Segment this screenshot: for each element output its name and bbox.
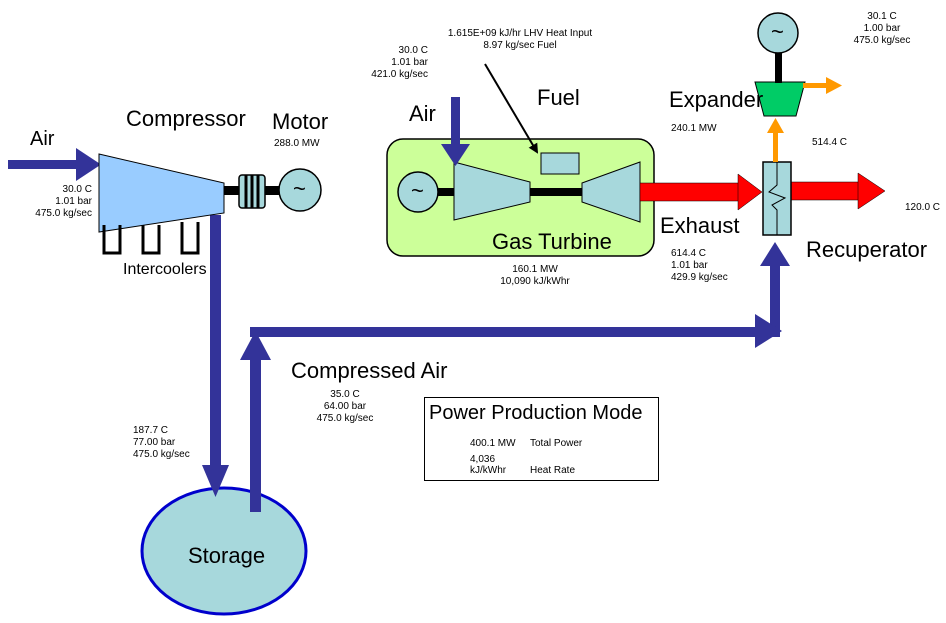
motor-label: Motor (272, 109, 329, 134)
total-power-label: Total Power (530, 438, 583, 449)
exhaust-flow: 429.9 kg/sec (671, 272, 728, 283)
compressed-air-label: Compressed Air (291, 358, 448, 383)
expander-shaft (775, 53, 782, 83)
expander-inlet-temp: 514.4 C (812, 137, 848, 148)
gt-turbine-section (581, 161, 641, 223)
intercoolers (102, 222, 200, 255)
exhaust-conditions: 614.4 C 1.01 bar 429.9 kg/sec (671, 248, 728, 284)
stack-temp: 120.0 C (905, 202, 941, 213)
compressor-inlet-pressure: 1.01 bar (55, 196, 92, 207)
motor-circle (278, 168, 322, 212)
exhaust-flow-arrow (639, 173, 763, 211)
compressor-inlet-arrow (8, 148, 101, 181)
storage-label: Storage (188, 543, 266, 568)
gt-power: 160.1 MW (512, 264, 558, 275)
storage-inlet-pressure: 77.00 bar (133, 437, 176, 448)
compressed-air-flow-line (240, 242, 790, 512)
intercoolers-label: Intercoolers (123, 261, 207, 278)
storage-inlet-flow: 475.0 kg/sec (133, 449, 190, 460)
gt-fuel-data: 1.615E+09 kJ/hr LHV Heat Input 8.97 kg/s… (440, 28, 600, 52)
exhaust-temp: 614.4 C (671, 248, 707, 259)
mode-title: Power Production Mode (429, 402, 643, 424)
gt-air-conditions: 30.0 C 1.01 bar 421.0 kg/sec (358, 45, 428, 81)
expander-body (754, 81, 806, 117)
compressor-inlet-label: Air (30, 128, 55, 150)
compressor-inlet-conditions: 30.0 C 1.01 bar 475.0 kg/sec (20, 184, 92, 220)
storage-vessel (140, 486, 308, 616)
total-power-value: 400.1 MW (470, 438, 516, 449)
expander-power: 240.1 MW (671, 123, 717, 134)
expander-outlet-conditions: 30.1 C 1.00 bar 475.0 kg/sec (846, 11, 918, 47)
expander-generator-circle (757, 12, 799, 54)
gt-air-label: Air (409, 101, 436, 126)
combustor (540, 152, 580, 175)
compressor-body (98, 153, 225, 233)
expander-outlet-temp: 30.1 C (867, 11, 897, 22)
compressor-label: Compressor (126, 106, 246, 131)
expander-outlet-flow (803, 77, 842, 94)
gt-air-flow: 421.0 kg/sec (371, 69, 428, 80)
compressor-inlet-temp: 30.0 C (62, 184, 92, 195)
storage-inlet-temp: 187.7 C (133, 425, 169, 436)
compressor-inlet-flow: 475.0 kg/sec (35, 208, 92, 219)
compressed-air-pressure: 64.00 bar (323, 401, 367, 412)
gt-generator-circle (397, 171, 439, 213)
gt-compressor-section (453, 161, 531, 221)
expander-inlet-flow (767, 118, 784, 162)
fuel-pointer-arrow (484, 63, 539, 154)
fuel-label: Fuel (537, 85, 580, 110)
gt-generator-symbol: ~ (411, 178, 424, 203)
motor-power: 288.0 MW (274, 138, 320, 149)
power-production-mode-box: Power Production Mode 400.1 MW Total Powe… (424, 397, 659, 481)
gt-air-temp: 30.0 C (398, 45, 428, 56)
compressed-air-conditions: 35.0 C 64.00 bar 475.0 kg/sec (300, 389, 390, 425)
compressed-air-temp: 35.0 C (330, 389, 360, 400)
compressed-air-flow: 475.0 kg/sec (316, 413, 374, 424)
gt-fuel-flow: 8.97 kg/sec Fuel (483, 40, 557, 51)
compressor-shaft (224, 174, 284, 209)
mode-row-total-power: 400.1 MW Total Power (470, 438, 582, 449)
exhaust-pressure: 1.01 bar (671, 260, 708, 271)
gt-heat-rate: 10,090 kJ/kWhr (500, 276, 570, 287)
compressor-to-storage-flow (202, 215, 229, 497)
gt-air-pressure: 1.01 bar (391, 57, 428, 68)
gt-air-inlet-arrow (441, 97, 470, 166)
gt-heat-input: 1.615E+09 kJ/hr LHV Heat Input (447, 28, 593, 39)
motor-symbol: ~ (293, 176, 306, 201)
expander-outlet-pressure: 1.00 bar (863, 23, 901, 34)
expander-label: Expander (669, 87, 764, 112)
heat-rate-label: Heat Rate (530, 465, 576, 476)
stack-exhaust-arrow (789, 172, 886, 210)
gt-performance: 160.1 MW 10,090 kJ/kWhr (495, 264, 575, 288)
recuperator-box (762, 161, 792, 236)
expander-outlet-flow: 475.0 kg/sec (853, 35, 911, 46)
expander-generator-symbol: ~ (771, 19, 784, 44)
exhaust-label: Exhaust (660, 213, 740, 238)
heat-rate-value: 4,036 kJ/kWhr (470, 454, 507, 476)
recuperator-label: Recuperator (806, 237, 928, 262)
storage-inlet-conditions: 187.7 C 77.00 bar 475.0 kg/sec (133, 425, 190, 461)
gas-turbine-label: Gas Turbine (492, 229, 612, 254)
